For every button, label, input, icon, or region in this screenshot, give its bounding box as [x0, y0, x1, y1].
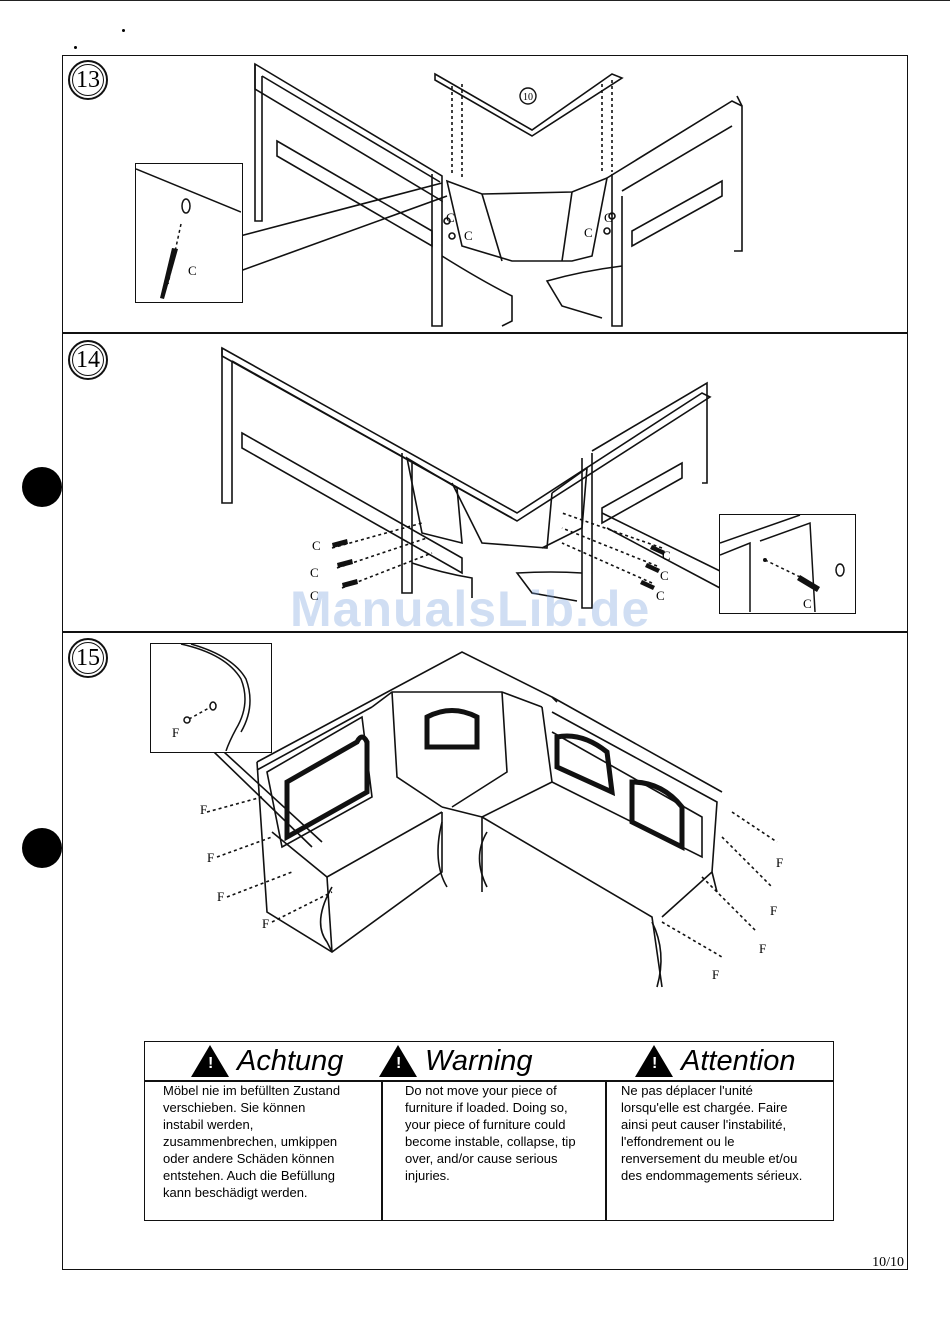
warning-text-fr: Ne pas déplacer l'unité lorsqu'elle est …: [621, 1083, 803, 1183]
warning-title-fr: Attention: [681, 1044, 796, 1077]
screw-c-label: C: [310, 565, 319, 580]
screw-c-label: C: [803, 596, 812, 611]
cap-detail-drawing: [180, 643, 251, 752]
part-ref-label: 10: [523, 92, 533, 103]
step-13-illustration: 10: [239, 62, 743, 327]
step-15-number: 15: [68, 638, 108, 678]
warning-title-de: Achtung: [237, 1044, 344, 1077]
cap-f-label: F: [759, 941, 767, 956]
step-14-illustration: [221, 346, 721, 609]
screw-c-label: C: [446, 210, 455, 225]
warning-column-divider: [381, 1080, 383, 1220]
warning-column-divider: [605, 1080, 607, 1220]
step-14-detail-inset: [719, 514, 856, 614]
watermark: ManualsLib.de: [290, 581, 651, 637]
warning-header-fr: ! Attention: [635, 1042, 795, 1080]
cap-f-label: F: [207, 850, 215, 865]
warning-triangle-icon: !: [379, 1045, 417, 1077]
screw-c-label: C: [310, 588, 319, 603]
cap-f-label: F: [262, 916, 270, 931]
warning-text-de: Möbel nie im befüllten Zustand verschieb…: [163, 1083, 341, 1200]
step-14-number: 14: [68, 340, 108, 380]
cap-f-label: F: [770, 903, 778, 918]
screw-c-label: C: [662, 548, 671, 563]
cap-f-label: F: [172, 725, 180, 740]
screw-c-label: C: [188, 263, 197, 278]
scan-speck: [122, 29, 125, 32]
step-15-detail-inset: [150, 643, 272, 753]
screw-c-label: C: [584, 225, 593, 240]
cap-f-label: F: [217, 889, 225, 904]
warning-header-rule: [145, 1080, 833, 1082]
warning-header-de: ! Achtung: [191, 1042, 343, 1080]
warning-title-en: Warning: [425, 1044, 533, 1077]
cap-f-label: F: [712, 967, 720, 982]
binder-hole: [22, 467, 62, 507]
step-13-number: 13: [68, 60, 108, 100]
screw-c-label: C: [604, 210, 613, 225]
screw-detail-drawing: [719, 514, 845, 613]
screw-c-label: C: [660, 568, 669, 583]
page-number: 10/10: [872, 1255, 904, 1270]
warning-text-en: Do not move your piece of furniture if l…: [405, 1083, 576, 1183]
scan-speck: [74, 46, 77, 49]
page-frame: [62, 55, 908, 1270]
screw-detail-drawing: [135, 168, 242, 299]
screw-c-label: C: [312, 538, 321, 553]
section-divider: [62, 631, 908, 633]
screw-c-label: C: [464, 228, 473, 243]
warning-box: ! Achtung ! Warning ! Attention Möbel ni…: [144, 1041, 834, 1221]
section-divider: [62, 332, 908, 334]
step-15-illustration: [206, 651, 778, 988]
page-top-edge: [0, 0, 950, 1]
warning-triangle-icon: !: [635, 1045, 673, 1077]
step-13-detail-inset: [135, 163, 243, 303]
cap-f-label: F: [200, 802, 208, 817]
cap-f-label: F: [776, 855, 784, 870]
binder-hole: [22, 828, 62, 868]
warning-triangle-icon: !: [191, 1045, 229, 1077]
screw-c-label: C: [656, 588, 665, 603]
warning-header-en: ! Warning: [379, 1042, 532, 1080]
